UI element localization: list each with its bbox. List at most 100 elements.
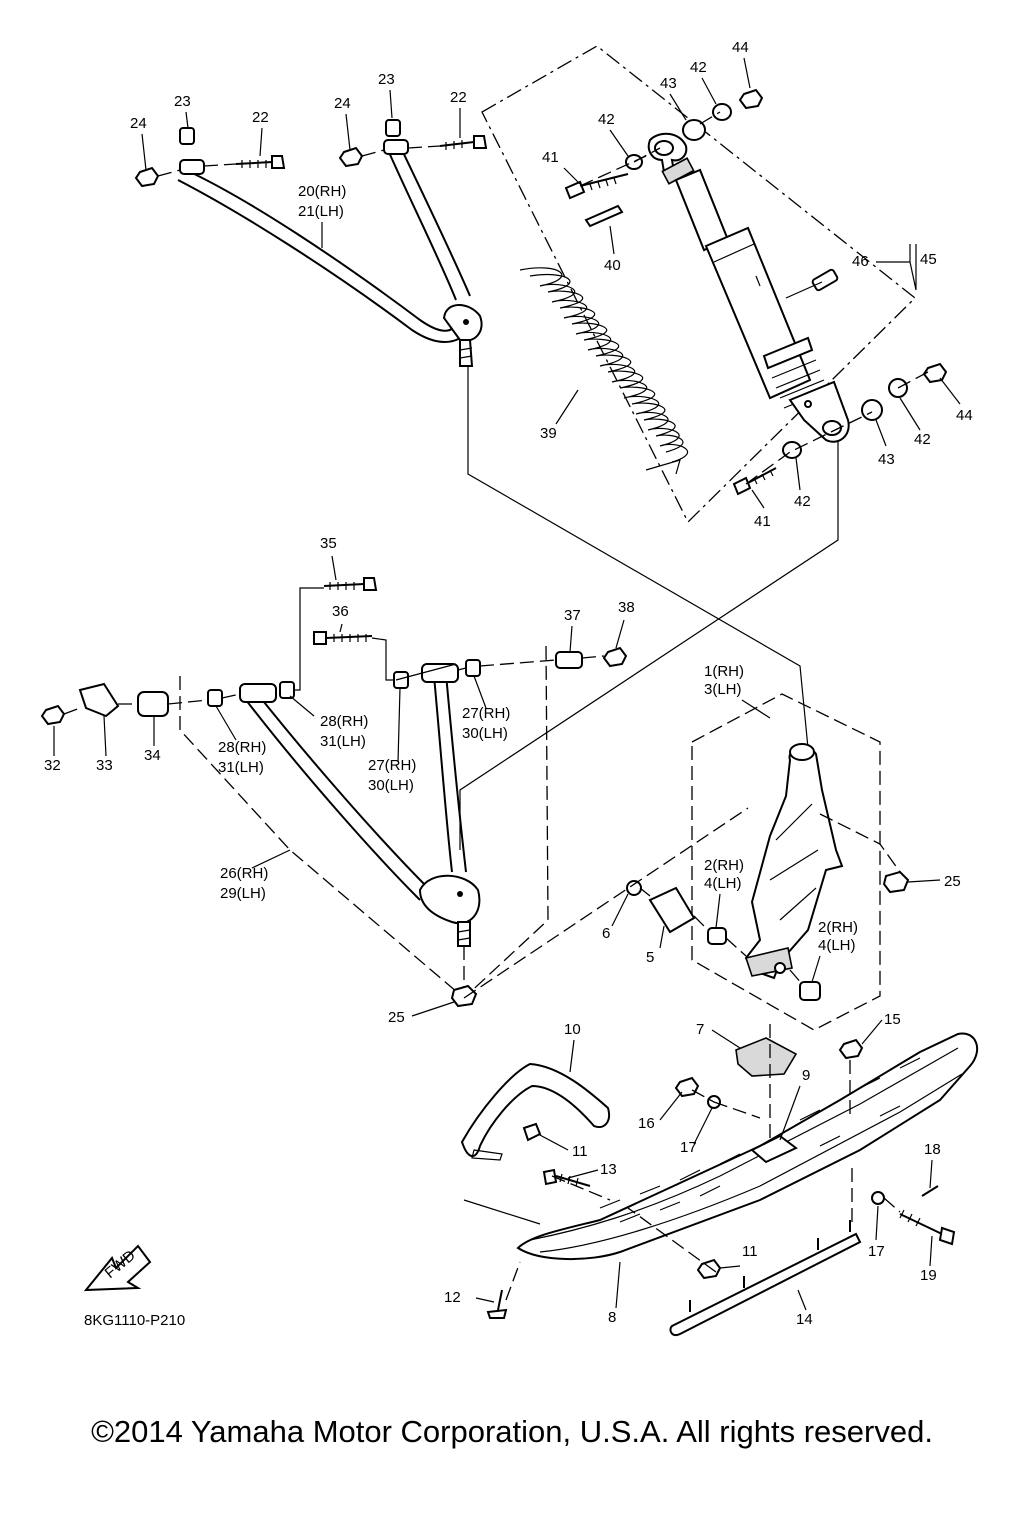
callout-41b: 41 — [754, 513, 771, 530]
parts-diagram: FWD 1(RH) 3(LH) 2(RH) 4(LH) 2(RH) 4(LH) … — [40, 39, 979, 1336]
callout-22a: 22 — [252, 109, 269, 126]
callout-16: 16 — [638, 1115, 655, 1132]
callout-14: 14 — [796, 1311, 813, 1328]
callout-40: 40 — [604, 257, 621, 274]
leader-lines — [53, 57, 961, 1311]
pin-40 — [584, 204, 624, 228]
callout-33: 33 — [96, 757, 113, 774]
callout-4b: 4(LH) — [818, 937, 856, 954]
callout-15: 15 — [884, 1011, 901, 1028]
shock-group-outline — [481, 45, 916, 524]
callout-27b: 27(RH) — [368, 757, 416, 774]
callout-4a: 4(LH) — [704, 875, 742, 892]
callout-11b: 11 — [742, 1243, 758, 1260]
callout-42c: 42 — [794, 493, 811, 510]
callout-18: 18 — [924, 1141, 941, 1158]
bushing-27-left — [393, 671, 409, 689]
callout-22b: 22 — [450, 89, 467, 106]
collar-37 — [555, 651, 583, 669]
spindle-group-outline — [691, 693, 881, 1031]
spindle-1-3 — [744, 743, 844, 980]
bolt-41-bottom — [732, 467, 777, 496]
callout-19: 19 — [920, 1267, 937, 1284]
callout-44b: 44 — [956, 407, 973, 424]
nut-11-top — [522, 1122, 542, 1142]
pin-18 — [921, 1185, 939, 1197]
callout-41a: 41 — [542, 149, 559, 166]
callout-31b: 31(LH) — [218, 759, 264, 776]
callout-28b: 28(RH) — [218, 739, 266, 756]
runner-14 — [669, 1220, 862, 1336]
callout-labels: 1(RH) 3(LH) 2(RH) 4(LH) 2(RH) 4(LH) 5 6 … — [44, 39, 973, 1328]
lower-a-arm-26-29 — [239, 663, 481, 947]
nut-15 — [838, 1038, 864, 1060]
bracket-33 — [78, 682, 120, 718]
lower-arm-group-outline — [179, 645, 549, 999]
bolt-22-left — [235, 155, 286, 169]
bolt-19 — [899, 1209, 956, 1246]
callout-38: 38 — [618, 599, 635, 616]
callout-42b: 42 — [690, 59, 707, 76]
callout-17a: 17 — [680, 1139, 697, 1156]
callout-5: 5 — [646, 949, 654, 966]
ski-8 — [516, 1032, 979, 1261]
saddle-9 — [750, 1134, 798, 1164]
callout-13: 13 — [600, 1161, 617, 1178]
copyright-notice: ©2014 Yamaha Motor Corporation, U.S.A. A… — [91, 1414, 933, 1449]
collar-34 — [137, 691, 169, 717]
leader-upper-arm-to-spindle — [467, 366, 809, 749]
callout-46: 46 — [852, 253, 869, 270]
callout-24a: 24 — [130, 115, 147, 132]
diagram-code: 8KG1110-P210 — [84, 1312, 185, 1329]
ski-handle-10 — [460, 1062, 610, 1161]
upper-a-arm-20-21 — [177, 139, 483, 367]
bolt-35 — [286, 577, 378, 691]
callout-29: 29(LH) — [220, 885, 266, 902]
callout-2a: 2(RH) — [704, 857, 744, 874]
callout-44a: 44 — [732, 39, 749, 56]
callout-25a: 25 — [944, 873, 961, 890]
callout-30b: 30(LH) — [368, 777, 414, 794]
callout-21: 21(LH) — [298, 203, 344, 220]
callout-7: 7 — [696, 1021, 704, 1038]
callout-23a: 23 — [174, 93, 191, 110]
bushing-27-right — [465, 659, 481, 677]
bushing-28-right — [279, 681, 295, 699]
bushing-43-bottom — [861, 399, 883, 421]
callout-43b: 43 — [878, 451, 895, 468]
callout-36: 36 — [332, 603, 349, 620]
washer-17-bottom — [871, 1191, 885, 1205]
callout-26: 26(RH) — [220, 865, 268, 882]
callout-17b: 17 — [868, 1243, 885, 1260]
spring-39 — [519, 267, 689, 475]
callout-35: 35 — [320, 535, 337, 552]
callout-42d: 42 — [914, 431, 931, 448]
fwd-arrow-icon: FWD — [83, 1244, 152, 1292]
callout-11a: 11 — [572, 1143, 588, 1160]
plate-7 — [735, 1037, 798, 1077]
callout-3: 3(LH) — [704, 681, 742, 698]
nut-16 — [674, 1076, 700, 1098]
callout-31a: 31(LH) — [320, 733, 366, 750]
callout-1: 1(RH) — [704, 663, 744, 680]
callout-34: 34 — [144, 747, 161, 764]
callout-20: 20(RH) — [298, 183, 346, 200]
bushing-2-lower — [799, 981, 821, 1001]
callout-39: 39 — [540, 425, 557, 442]
callout-45: 45 — [920, 251, 937, 268]
nut-38 — [602, 646, 628, 668]
nut-32 — [40, 704, 66, 726]
shock-absorber-45 — [647, 132, 850, 443]
callout-9: 9 — [802, 1067, 810, 1084]
washer-42-top-right — [712, 103, 732, 121]
callout-32: 32 — [44, 757, 61, 774]
bushing-23-left — [179, 127, 195, 145]
callout-42a: 42 — [598, 111, 615, 128]
callout-8: 8 — [608, 1309, 616, 1326]
bolt-41-top — [564, 173, 629, 200]
nut-25-right — [882, 870, 910, 894]
nut-24-right — [338, 146, 364, 168]
callout-12: 12 — [444, 1289, 461, 1306]
bolt-13 — [542, 1168, 591, 1187]
callout-37: 37 — [564, 607, 581, 624]
